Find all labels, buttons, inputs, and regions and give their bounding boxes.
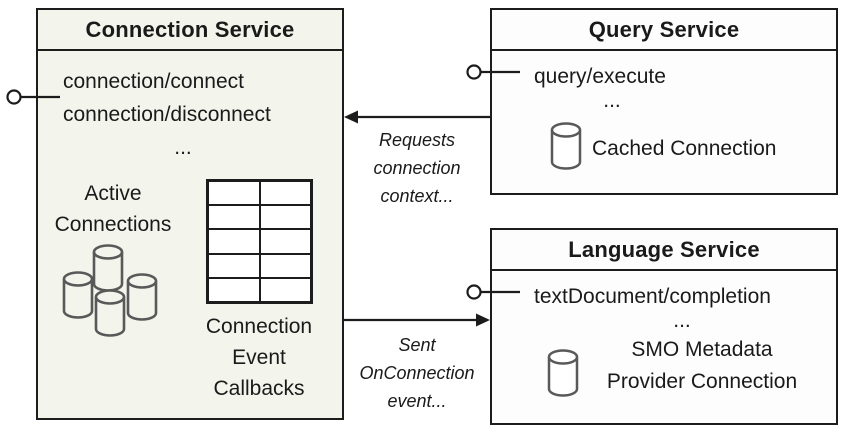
query-service-title: Query Service bbox=[492, 10, 836, 51]
sent-onconnection-event-arrow-icon bbox=[344, 313, 490, 327]
connection-service-box: Connection Service connection/connect co… bbox=[36, 8, 344, 420]
requests-connection-context-arrow-icon bbox=[344, 110, 490, 124]
ellipsis-more-endpoints: ... bbox=[603, 89, 621, 112]
sent-onconnection-event-label: Sent OnConnection event... bbox=[359, 335, 475, 411]
cached-connection-label: Cached Connection bbox=[592, 137, 777, 160]
active-connections-label: Active Connections bbox=[54, 182, 172, 236]
smo-metadata-provider-connection-label: SMO Metadata Provider Connection bbox=[606, 338, 798, 393]
endpoint-connection-connect: connection/connect bbox=[63, 70, 244, 93]
endpoint-connection-disconnect: connection/disconnect bbox=[63, 103, 271, 126]
ellipsis-more-endpoints: ... bbox=[673, 309, 691, 332]
ellipsis-more-endpoints: ... bbox=[174, 136, 192, 159]
language-service-title: Language Service bbox=[492, 230, 836, 271]
database-cluster-icon bbox=[62, 244, 158, 337]
connection-event-callbacks-label: Connection Event Callbacks bbox=[205, 315, 313, 400]
database-icon bbox=[550, 122, 582, 170]
callback-table-icon bbox=[206, 179, 313, 304]
query-service-box: Query Service query/execute ... Cached C… bbox=[490, 8, 838, 195]
endpoint-textdocument-completion: textDocument/completion bbox=[534, 285, 771, 308]
database-icon bbox=[547, 349, 579, 397]
requests-connection-context-label: Requests connection context... bbox=[373, 130, 461, 206]
connection-service-title: Connection Service bbox=[38, 10, 342, 51]
language-service-box: Language Service textDocument/completion… bbox=[490, 228, 838, 425]
endpoint-query-execute: query/execute bbox=[534, 65, 666, 88]
